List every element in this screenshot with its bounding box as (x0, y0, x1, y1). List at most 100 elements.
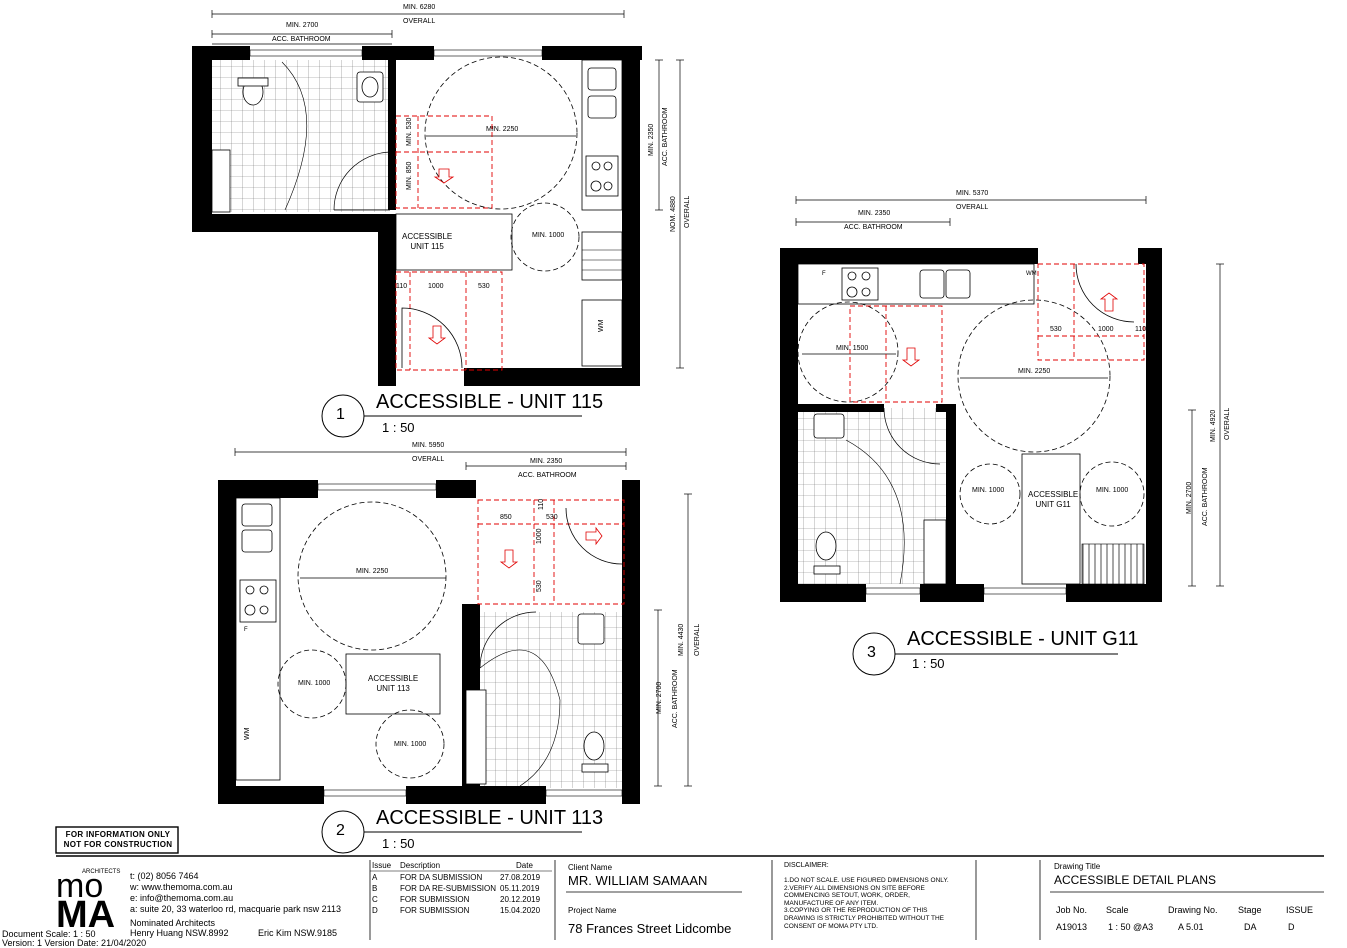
document-scale: Document Scale: 1 : 50 (2, 929, 96, 939)
dim-850: 850 (500, 514, 512, 521)
dim-right-overall-value: MIN. 4920 (1210, 409, 1217, 442)
table-row: D FOR SUBMISSION 15.04.2020 (372, 907, 552, 918)
dim-110: 110 (1135, 326, 1147, 333)
circle-1000a-label: MIN. 1000 (298, 680, 331, 687)
logo-architects: ARCHITECTS (82, 869, 121, 875)
disclaimer-title: DISCLAIMER: (784, 862, 829, 869)
dim-1000: 1000 (1098, 326, 1114, 333)
dim-530: MIN. 530 (406, 117, 413, 146)
issue-desc: FOR DA SUBMISSION (400, 873, 483, 882)
disclaimer-line: 3.COPYING OR THE REPRODUCTION OF THIS (784, 907, 928, 915)
issue-code: B (372, 884, 378, 893)
wm-label: WM (1026, 271, 1037, 277)
issue-code: A (372, 873, 378, 882)
dim-110: 110 (396, 283, 408, 290)
fridge-label: F (244, 627, 248, 633)
circle-1000a-label: MIN. 1000 (972, 487, 1005, 494)
plan-scale: 1 : 50 (382, 836, 415, 851)
dim-110: 110 (538, 498, 545, 510)
job-no-value: A19013 (1056, 922, 1088, 932)
plan-scale: 1 : 50 (912, 656, 945, 671)
plan-title: ACCESSIBLE - UNIT G11 (907, 628, 1139, 650)
plan-title: ACCESSIBLE - UNIT 113 (376, 807, 604, 829)
dim-right-overall-label: OVERALL (1224, 407, 1231, 440)
project-name-value: 78 Frances Street Lidcombe (568, 921, 732, 936)
stage-value: DA (1244, 922, 1257, 932)
logo-ma: MA (56, 894, 116, 936)
dim-bath-value: MIN. 2700 (286, 22, 319, 29)
stage-label: Stage (1238, 905, 1262, 915)
issue-desc: FOR SUBMISSION (400, 906, 470, 915)
dim-right-bath-label: ACC. BATHROOM (672, 669, 679, 728)
client-name-label: Client Name (568, 863, 613, 872)
issue-desc: FOR SUBMISSION (400, 895, 470, 904)
disclaimer-line: MANUFACTURE OF ANY ITEM. (784, 899, 879, 907)
circle-1000b-label: MIN. 1000 (1096, 487, 1129, 494)
dim-530: 530 (1050, 326, 1062, 333)
dim-bath-label: ACC. BATHROOM (844, 224, 903, 231)
dim-overall-value: MIN. 6280 (403, 4, 436, 11)
disclaimer-body: 1.DO NOT SCALE. USE FIGURED DIMENSIONS O… (784, 877, 949, 930)
dim-right-overall-label: OVERALL (684, 195, 691, 228)
plan-115 (192, 10, 684, 386)
disclaimer-line: DRAWING IS STRICTLY PROHIBITED WITHOUT T… (784, 914, 944, 922)
architect-2: Eric Kim NSW.9185 (258, 928, 338, 938)
info-stamp: FOR INFORMATION ONLY NOT FOR CONSTRUCTIO… (58, 830, 178, 850)
dim-bath-value: MIN. 2350 (858, 210, 891, 217)
dim-530b: 530 (536, 580, 543, 592)
scale-label: Scale (1106, 905, 1129, 915)
nominated-architects-title: Nominated Architects (130, 918, 216, 928)
dim-bath-label: ACC. BATHROOM (518, 472, 577, 479)
dim-right-bath-value: MIN. 2700 (1186, 481, 1193, 514)
plan-g11 (780, 196, 1224, 602)
wm-label: WM (244, 727, 251, 740)
contact-email: e: info@themoma.com.au (130, 893, 234, 903)
dim-overall-value: MIN. 5950 (412, 442, 445, 449)
plan-number: 3 (867, 644, 876, 661)
dim-right-overall-value: NOM. 4880 (670, 196, 677, 232)
issue-label: ISSUE (1286, 905, 1314, 915)
issues-header-issue: Issue (372, 861, 392, 870)
dim-overall-value: MIN. 5370 (956, 190, 989, 197)
plan-113 (218, 448, 692, 804)
issue-value: D (1288, 922, 1295, 932)
disclaimer-line: COMMENCING SETOUT, WORK, ORDER, (784, 892, 910, 900)
contact-address: a: suite 20, 33 waterloo rd, macquarie p… (130, 904, 341, 914)
circle-1000-label: MIN. 1000 (532, 232, 565, 239)
dim-530b: 530 (478, 283, 490, 290)
dim-530: 530 (546, 514, 558, 521)
table-row: A FOR DA SUBMISSION 27.08.2019 (372, 874, 552, 885)
plan-number: 1 (336, 406, 345, 423)
stamp-line1: FOR INFORMATION ONLY (65, 830, 171, 839)
unit-label: ACCESSIBLE UNIT G11 (1028, 490, 1079, 509)
issues-header-desc: Description (400, 861, 441, 870)
logo-mo: mo (56, 867, 104, 905)
unit-label: ACCESSIBLE UNIT 115 (402, 232, 453, 251)
dim-overall-label: OVERALL (403, 18, 436, 25)
plan-number: 2 (336, 822, 345, 839)
architect-1: Henry Huang NSW.8992 (130, 928, 229, 938)
scale-value: 1 : 50 @A3 (1108, 922, 1154, 932)
issues-header: Issue Description Date (372, 862, 552, 872)
issue-date: 15.04.2020 (500, 906, 541, 915)
dim-right-overall-label: OVERALL (694, 623, 701, 656)
circle-label: MIN. 2250 (1018, 368, 1051, 375)
circle-1000b-label: MIN. 1000 (394, 741, 427, 748)
dim-right-bath-label: ACC. BATHROOM (1202, 467, 1209, 526)
issue-desc: FOR DA RE-SUBMISSION (400, 884, 497, 893)
disclaimer-line: 2.VERIFY ALL DIMENSIONS ON SITE BEFORE (784, 884, 925, 892)
contact-tel: t: (02) 8056 7464 (130, 871, 199, 881)
dim-overall-label: OVERALL (956, 204, 989, 211)
plan-title: ACCESSIBLE - UNIT 115 (376, 391, 604, 413)
contact-web: w: www.themoma.com.au (130, 882, 233, 892)
disclaimer-line: CONSENT OF MOMA PTY LTD. (784, 922, 878, 930)
issue-date: 05.11.2019 (500, 884, 540, 893)
table-row: B FOR DA RE-SUBMISSION 05.11.2019 (372, 885, 552, 896)
fridge-label: F (822, 271, 826, 277)
circle-label: MIN. 2250 (486, 126, 519, 133)
drawing-title-label: Drawing Title (1054, 862, 1101, 871)
dim-850: MIN. 850 (406, 161, 413, 190)
table-row: C FOR SUBMISSION 20.12.2019 (372, 896, 552, 907)
dim-1000: 1000 (428, 283, 444, 290)
